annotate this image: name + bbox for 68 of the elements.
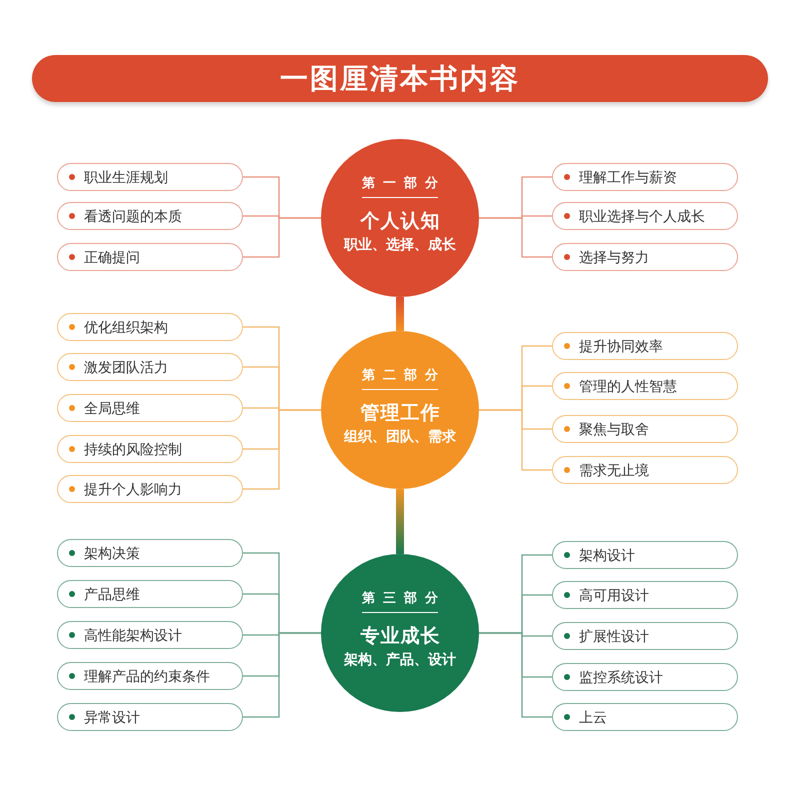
connector-line bbox=[396, 489, 404, 554]
topic-box bbox=[57, 353, 243, 381]
connector-line bbox=[479, 409, 552, 471]
topic-text: 上云 bbox=[579, 708, 607, 727]
connector-line bbox=[479, 632, 552, 718]
topic-box bbox=[552, 372, 738, 400]
topic-text: 产品思维 bbox=[84, 585, 140, 604]
topic-text: 全局思维 bbox=[84, 399, 140, 418]
topic-box bbox=[552, 332, 738, 360]
topic-box bbox=[57, 475, 243, 503]
topic-text: 选择与努力 bbox=[579, 248, 649, 267]
topic-box bbox=[57, 580, 243, 608]
topic-text: 持续的风险控制 bbox=[84, 440, 182, 459]
topic-text: 架构决策 bbox=[84, 544, 140, 563]
section-title: 个人认知 bbox=[359, 211, 442, 233]
topic-box bbox=[57, 202, 243, 230]
connector-line bbox=[479, 217, 552, 258]
topic-box bbox=[552, 541, 738, 569]
topic-text: 激发团队活力 bbox=[84, 358, 168, 377]
topic-box bbox=[57, 243, 243, 271]
topic-text: 扩展性设计 bbox=[579, 627, 649, 646]
topic-text: 提升个人影响力 bbox=[84, 480, 182, 499]
topic-box bbox=[552, 663, 738, 691]
topic-box bbox=[552, 622, 738, 650]
topic-text: 理解产品的约束条件 bbox=[84, 667, 210, 686]
topic-box bbox=[57, 313, 243, 341]
part-label: 第一部分 bbox=[361, 174, 447, 192]
section-subtitle: 职业、选择、成长 bbox=[342, 235, 457, 253]
topic-text: 高性能架构设计 bbox=[84, 626, 182, 645]
topic-text: 异常设计 bbox=[84, 708, 140, 727]
topic-text: 架构设计 bbox=[579, 546, 635, 565]
topic-box bbox=[57, 435, 243, 463]
connector-line bbox=[243, 217, 321, 258]
title-banner: 一图厘清本书内容 bbox=[32, 55, 768, 102]
topic-box bbox=[552, 415, 738, 443]
topic-text: 正确提问 bbox=[84, 248, 140, 267]
topic-text: 职业生涯规划 bbox=[84, 168, 168, 187]
topic-box bbox=[57, 621, 243, 649]
topic-text: 职业选择与个人成长 bbox=[579, 207, 705, 226]
section-title: 专业成长 bbox=[360, 626, 442, 648]
topic-box bbox=[57, 539, 243, 567]
connector-line bbox=[243, 632, 321, 718]
section-title: 管理工作 bbox=[360, 403, 442, 425]
topic-box bbox=[552, 163, 738, 191]
topic-box bbox=[57, 163, 243, 191]
topic-box bbox=[552, 456, 738, 484]
topic-box bbox=[552, 703, 738, 731]
section-subtitle: 架构、产品、设计 bbox=[343, 650, 457, 668]
part-label: 第二部分 bbox=[361, 366, 447, 384]
connector-line bbox=[396, 297, 404, 331]
part-label: 第三部分 bbox=[361, 589, 447, 607]
topic-text: 监控系统设计 bbox=[579, 668, 663, 687]
connector-line bbox=[243, 409, 321, 490]
topic-box bbox=[57, 662, 243, 690]
topic-box bbox=[57, 394, 243, 422]
topic-text: 聚焦与取舍 bbox=[579, 420, 649, 439]
topic-box bbox=[552, 581, 738, 609]
topic-box bbox=[552, 202, 738, 230]
topic-text: 需求无止境 bbox=[579, 461, 649, 480]
topic-text: 理解工作与薪资 bbox=[579, 168, 677, 187]
topic-text: 提升协同效率 bbox=[579, 337, 663, 356]
topic-text: 高可用设计 bbox=[579, 586, 649, 605]
topic-text: 优化组织架构 bbox=[84, 318, 168, 337]
topic-text: 管理的人性智慧 bbox=[579, 377, 677, 396]
topic-text: 看透问题的本质 bbox=[84, 207, 182, 226]
section-subtitle: 组织、团队、需求 bbox=[342, 427, 457, 445]
topic-box bbox=[552, 243, 738, 271]
topic-box bbox=[57, 703, 243, 731]
